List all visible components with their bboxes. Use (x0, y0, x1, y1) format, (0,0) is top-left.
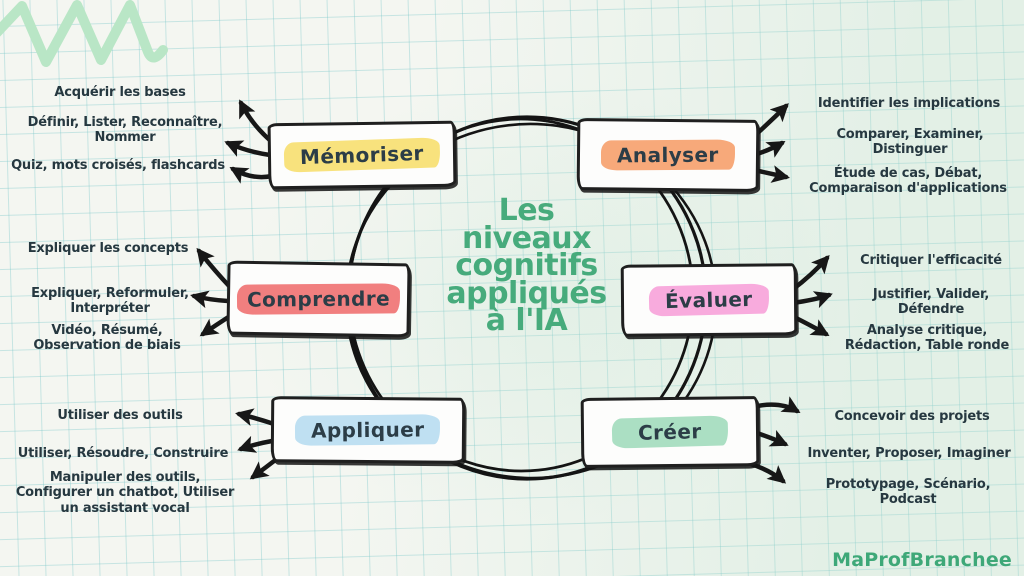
comprendre-highlight: Comprendre (236, 283, 401, 315)
comprendre-box: Comprendre (226, 260, 411, 338)
diagram-title: Les niveaux cognitifs appliqués à l'IA (446, 193, 607, 339)
evaluer-note-2: Justifier, Valider, Défendre (872, 287, 990, 318)
evaluer-note-3: Analyse critique, Rédaction, Table ronde (844, 323, 1010, 354)
creer-note-2: Inventer, Proposer, Imaginer (807, 446, 1011, 461)
creer-box: Créer (580, 396, 760, 468)
creer-note-3: Prototypage, Scénario, Podcast (825, 477, 991, 508)
appliquer-note-1: Utiliser des outils (57, 408, 183, 423)
creer-highlight: Créer (611, 415, 729, 449)
comprendre-note-2: Expliquer, Reformuler, Interpréter (31, 286, 189, 317)
arrow-memoriser-2 (224, 140, 273, 158)
analyser-highlight: Analyser (601, 139, 735, 171)
memoriser-label: Mémoriser (299, 140, 425, 170)
appliquer-highlight: Appliquer (295, 414, 441, 446)
creer-note-1: Concevoir des projets (834, 409, 990, 424)
arrow-comprendre-2 (190, 290, 231, 309)
comprendre-note-1: Expliquer les concepts (27, 241, 189, 256)
watermark: MaProfBranchee (832, 549, 1012, 571)
comprendre-label: Comprendre (246, 286, 391, 312)
arrow-evaluer-2 (789, 291, 833, 309)
evaluer-box: Évaluer (620, 263, 798, 337)
appliquer-note-2: Utiliser, Résoudre, Construire (17, 446, 229, 461)
memoriser-note-2: Définir, Lister, Reconnaître, Nommer (27, 115, 223, 146)
squiggle-decoration-icon (0, 0, 168, 67)
creer-label: Créer (637, 419, 703, 445)
comprendre-note-3: Vidéo, Résumé, Observation de biais (33, 323, 181, 354)
memoriser-note-1: Acquérir les bases (54, 85, 186, 100)
evaluer-label: Évaluer (664, 286, 754, 314)
analyser-note-3: Étude de cas, Débat, Comparaison d'appli… (809, 166, 1007, 197)
appliquer-box: Appliquer (270, 396, 466, 464)
arrow-evaluer-1 (789, 254, 830, 293)
memoriser-note-3: Quiz, mots croisés, flashcards (11, 158, 225, 173)
arrow-comprendre-1 (196, 247, 233, 290)
arrow-appliquer-1 (235, 408, 277, 427)
arrow-appliquer-2 (237, 435, 275, 453)
evaluer-highlight: Évaluer (648, 283, 770, 317)
analyser-note-2: Comparer, Examiner, Distinguer (836, 127, 984, 158)
memoriser-box: Mémoriser (267, 120, 457, 190)
arrow-memoriser-3 (229, 166, 275, 184)
evaluer-note-1: Critiquer l'efficacité (860, 253, 1002, 268)
memoriser-highlight: Mémoriser (283, 137, 441, 173)
analyser-note-1: Identifier les implications (817, 96, 1001, 111)
appliquer-label: Appliquer (311, 417, 425, 443)
arrow-creer-3 (745, 460, 787, 484)
analyser-box: Analyser (576, 118, 760, 192)
analyser-label: Analyser (617, 142, 719, 168)
appliquer-note-3: Manipuler des outils, Configurer un chat… (15, 470, 235, 516)
